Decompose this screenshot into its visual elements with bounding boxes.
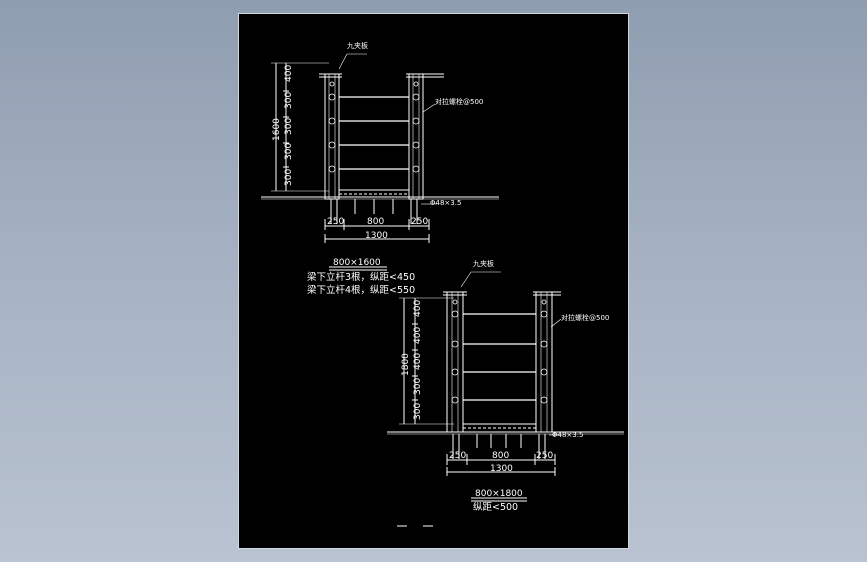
bottom-note: 纵距<500 [473,502,518,513]
top-dim-300-c: 300 [284,143,294,160]
bottom-total-width: 1300 [490,464,513,474]
bottom-bottom-dim-800: 800 [492,451,509,461]
top-bottom-dim-800: 800 [367,217,384,227]
top-bottom-dim-250-left: 250 [327,217,344,227]
top-section-title: 800×1600 [333,258,381,268]
bottom-dim-300-a: 300 [413,378,423,395]
top-dim-300-d: 300 [284,169,294,186]
top-callout-pipe: Φ48×3.5 [430,199,461,207]
top-note-1: 梁下立杆3根，纵距<450 [307,271,415,283]
bottom-total-height: 1800 [401,353,411,376]
bottom-section-title: 800×1800 [475,489,523,499]
bottom-callout-bolt: 对拉螺栓@500 [561,313,609,322]
top-callout-bolt: 对拉螺栓@500 [435,97,483,106]
top-dim-300-b: 300 [284,118,294,135]
drawing-sheet: 九夹板 对拉螺栓@500 Φ48×3.5 400 300 300 300 300… [238,13,629,549]
top-right-formwork [408,73,424,200]
top-callout-plywood: 九夹板 [347,41,368,50]
bottom-dim-400-c: 400 [413,353,423,370]
top-left-formwork [324,73,340,200]
bottom-callout-plywood: 九夹板 [473,259,494,268]
bottom-section: 九夹板 对拉螺栓@500 Φ48×3.5 400 400 400 300 300… [387,259,624,527]
bottom-dim-400-b: 400 [413,327,423,344]
top-section: 九夹板 对拉螺栓@500 Φ48×3.5 400 300 300 300 300… [261,41,499,296]
bottom-bottom-dim-250-right: 250 [536,451,553,461]
bottom-dim-300-b: 300 [413,403,423,420]
bottom-dim-400-a: 400 [413,300,423,317]
bottom-right-formwork [535,291,553,433]
top-total-width: 1300 [365,231,388,241]
bottom-left-formwork [446,291,464,433]
top-note-2: 梁下立杆4根，纵距<550 [307,284,415,296]
bottom-callout-pipe: Φ48×3.5 [552,431,583,439]
formwork-drawing: 九夹板 对拉螺栓@500 Φ48×3.5 400 300 300 300 300… [261,41,624,527]
top-dim-300-a: 300 [284,92,294,109]
bottom-bottom-dim-250-left: 250 [449,451,466,461]
top-dim-400: 400 [284,65,294,82]
top-bottom-dim-250-right: 250 [411,217,428,227]
top-total-height: 1600 [272,118,282,141]
